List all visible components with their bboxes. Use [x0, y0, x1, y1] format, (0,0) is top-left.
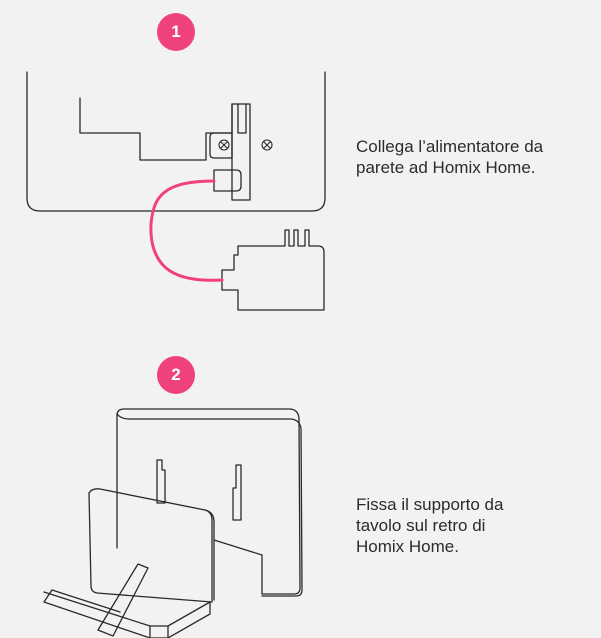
connector-housing	[231, 103, 251, 201]
stand-leg	[97, 563, 149, 637]
stand-plate	[88, 488, 213, 603]
panel-slot-right	[232, 464, 242, 521]
step-2-badge: 2	[157, 356, 195, 394]
device-inner-edge	[213, 539, 263, 595]
plug-head	[213, 169, 242, 192]
desk-stand-illustration	[43, 408, 303, 638]
stand-plate-side	[204, 509, 215, 601]
device-panel-front	[116, 408, 301, 595]
power-cable	[149, 179, 224, 282]
step-2-number: 2	[171, 365, 181, 384]
screw-icon-right	[261, 139, 273, 151]
screw-plate	[209, 132, 233, 159]
stand-base	[43, 589, 211, 638]
step-2-instruction: Fissa il supporto da tavolo sul retro di…	[356, 495, 504, 556]
power-adapter-connection-illustration	[26, 71, 326, 311]
step-1-instruction: Collega l’alimentatore da parete ad Homi…	[356, 137, 544, 177]
device-panel-edge	[116, 413, 303, 597]
device-cavity	[79, 97, 233, 161]
wall-adapter	[221, 229, 325, 311]
panel-slot-left	[156, 459, 166, 504]
screw-icon-left	[218, 139, 230, 151]
stand-base-top	[51, 589, 169, 638]
connector-housing-inner	[237, 103, 247, 134]
step-1-badge: 1	[157, 13, 195, 51]
step-1-number: 1	[171, 22, 181, 41]
device-back-outline	[26, 71, 326, 212]
